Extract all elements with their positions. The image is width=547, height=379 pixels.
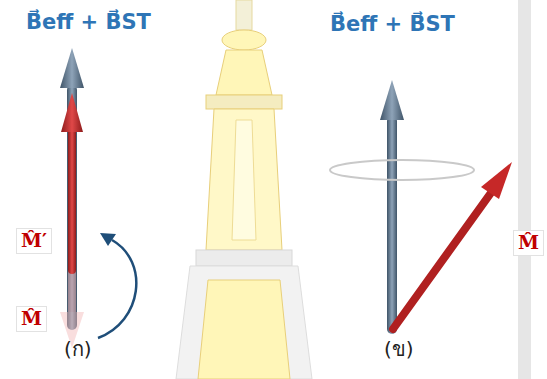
switching-curve-arrow: [98, 233, 136, 338]
magnetization-initial-arrow: [60, 268, 84, 348]
panel-caption: (ก): [64, 338, 92, 361]
watermark-emblem: [176, 0, 531, 379]
magnetization-label: M̂′: [16, 228, 52, 254]
field-arrow: [60, 48, 84, 330]
precession-orbit: [330, 160, 474, 180]
magnetization-label: M̂: [16, 306, 47, 332]
field-label: B⃗eff + B⃗ST: [26, 10, 151, 34]
magnetization-label: M̂: [513, 230, 544, 256]
panel-caption: (ข): [384, 338, 414, 361]
field-arrow: [380, 80, 404, 334]
field-label: B⃗eff + B⃗ST: [330, 12, 455, 36]
magnetization-switched-arrow: [61, 93, 83, 274]
magnetization-precessing-arrow: [393, 162, 512, 329]
